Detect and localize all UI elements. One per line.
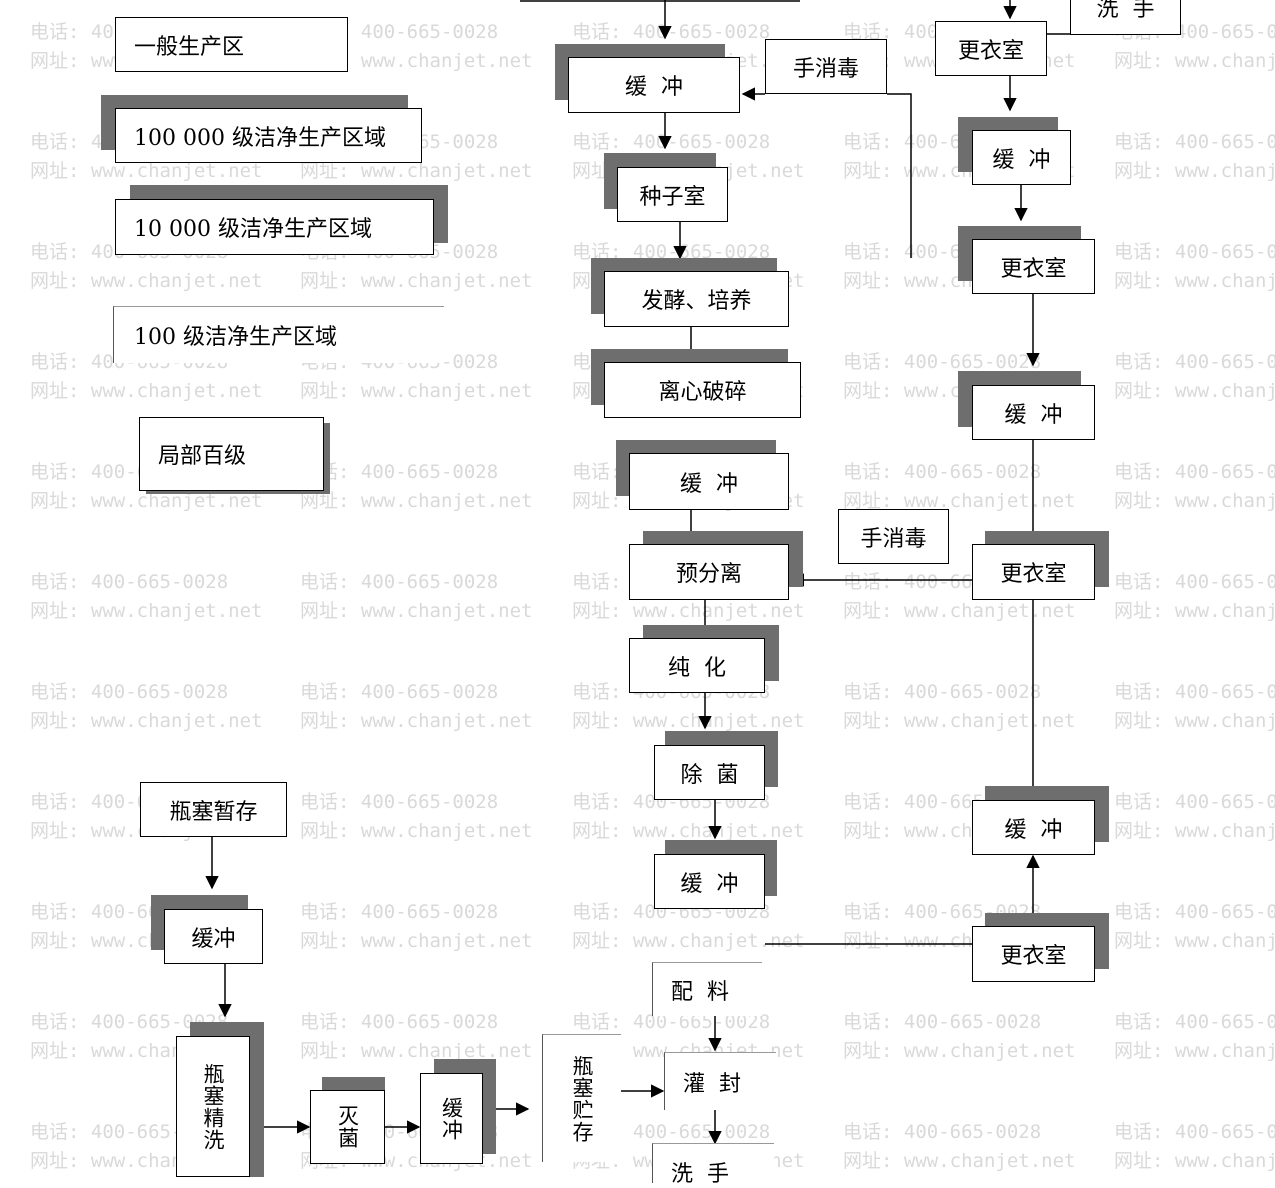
stopper-storage: 瓶塞贮存 [542,1034,621,1162]
changing-room-1-label: 更衣室 [957,38,1024,64]
stopper-buffer-label: 缓冲 [191,926,236,952]
stopper-sterilize: 灭菌 [310,1090,385,1164]
stopper-fine-wash-label: 瓶塞精洗 [201,1062,225,1151]
sterilization: 除 菌 [654,745,765,800]
sterilization-label: 除 菌 [680,762,739,788]
legend-local-100-zone: 局部百级 [139,417,324,491]
stopper-fine-wash: 瓶塞精洗 [176,1036,250,1177]
legend-class-100-zone: 100 级洁净生产区域 [113,306,444,363]
compounding-label: 配 料 [671,979,729,1005]
center-buffer-low: 缓 冲 [654,854,765,909]
legend-general-label: 一般生产区 [134,34,245,60]
right-buffer-1-label: 缓 冲 [992,147,1051,173]
right-buffer-3: 缓 冲 [972,800,1095,855]
changing-room-2-label: 更衣室 [1000,256,1067,282]
stopper-temp-storage-label: 瓶塞暂存 [169,799,258,825]
legend-class-100000-zone: 100 000 级洁净生产区域 [115,108,422,163]
center-buffer-top-label: 缓 冲 [625,75,683,100]
stopper-sterilize-label: 灭菌 [335,1105,360,1149]
changing-room-2: 更衣室 [972,239,1095,294]
stopper-temp-storage: 瓶塞暂存 [140,782,287,837]
purification: 纯 化 [629,638,765,693]
filling: 灌 封 [664,1052,776,1110]
center-buffer-mid: 缓 冲 [629,453,789,510]
purification-label: 纯 化 [668,655,726,681]
changing-room-1: 更衣室 [935,21,1047,76]
legend-class-100000-label: 100 000 级洁净生产区域 [134,125,386,151]
changing-room-3: 更衣室 [972,544,1095,600]
compounding: 配 料 [652,962,762,1016]
bottom-wash: 洗 手 [652,1143,774,1187]
hand-disinfect-mid: 手消毒 [838,509,949,564]
center-buffer-top: 缓 冲 [568,57,740,113]
centrifuge-label: 离心破碎 [658,380,747,405]
changing-room-3-label: 更衣室 [1000,562,1067,587]
pre-separation-label: 预分离 [675,562,742,587]
filling-label: 灌 封 [683,1071,741,1097]
seed-room-label: 种子室 [639,184,706,210]
center-buffer-mid-label: 缓 冲 [680,471,738,497]
bottom-wash-label: 洗 手 [671,1162,729,1187]
right-buffer-3-label: 缓 冲 [1004,817,1063,843]
fermentation: 发酵、培养 [604,271,789,327]
changing-room-4-label: 更衣室 [1000,944,1067,969]
legend-general-zone: 一般生产区 [115,17,348,72]
changing-room-4: 更衣室 [972,926,1095,982]
fermentation-label: 发酵、培养 [641,289,752,314]
stopper-buffer: 缓冲 [164,909,263,964]
stopper-storage-label: 瓶塞贮存 [570,1054,594,1143]
stopper-buffer-vertical: 缓冲 [420,1073,483,1164]
hand-disinfect-top-label: 手消毒 [792,56,859,82]
hand-disinfect-top: 手消毒 [765,39,887,94]
right-buffer-1: 缓 冲 [972,130,1071,185]
centrifuge: 离心破碎 [604,362,801,418]
legend-local-100-label: 局部百级 [158,444,247,469]
wash-hands-top-label: 洗 手 [1096,0,1155,22]
wash-hands-top: 洗 手 [1070,0,1181,35]
stopper-buffer-v-label: 缓冲 [439,1096,464,1141]
seed-room: 种子室 [617,167,728,222]
legend-class-10000-label: 10 000 级洁净生产区域 [134,217,372,242]
right-buffer-2-label: 缓 冲 [1004,402,1063,428]
legend-class-10000-zone: 10 000 级洁净生产区域 [115,199,434,255]
legend-class-100-label: 100 级洁净生产区域 [134,325,337,350]
center-buffer-low-label: 缓 冲 [680,871,739,897]
pre-separation: 预分离 [629,544,789,600]
hand-disinfect-mid-label: 手消毒 [860,526,927,552]
right-buffer-2: 缓 冲 [972,385,1095,440]
